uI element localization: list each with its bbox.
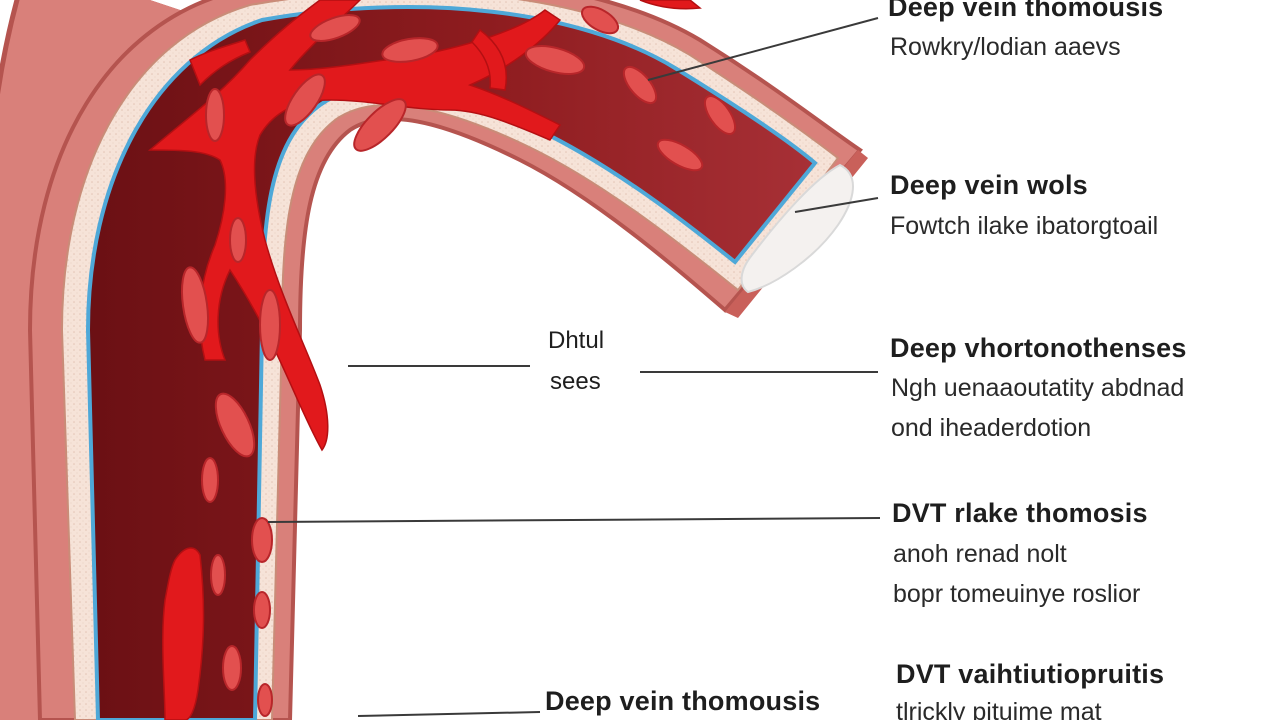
label-right-mid-line2: ond iheaderdotion (891, 414, 1092, 442)
label-dvt1-line2: bopr tomeuinye roslior (893, 580, 1141, 608)
label-wall-title: Deep vein wols (890, 170, 1088, 200)
label-top-title: Deep vein thomousis (888, 0, 1164, 22)
leader-lines (267, 17, 881, 717)
label-middle-line2: sees (550, 368, 601, 395)
label-middle-line1: Dhtul (548, 327, 605, 354)
label-right-mid-line1: Ngh uenaaoutatity abdnad (891, 374, 1185, 402)
label-wall-subtitle: Fowtch ilake ibatorgtoail (890, 212, 1159, 240)
leader-line-top (647, 17, 879, 81)
label-bottom-title: Deep vein thomousis (545, 686, 821, 716)
vein-cut-end (725, 150, 868, 318)
label-dvt1-title: DVT rlake thomosis (892, 498, 1148, 528)
leader-line-bottom (357, 711, 541, 717)
label-right-mid-title: Deep vhortonothenses (890, 333, 1187, 363)
label-top-subtitle: Rowkry/lodian aaevs (890, 33, 1121, 61)
leader-line-dvt (267, 517, 881, 523)
thrombus-clot (147, 0, 702, 720)
label-dvt2-title: DVT vaihtiutiopruitis (896, 659, 1165, 689)
label-dvt1-line1: anoh renad nolt (893, 540, 1067, 568)
red-blood-cells (180, 5, 737, 717)
label-dvt2-line1: tlrickly pituime mat (896, 698, 1102, 720)
leader-line-wall (794, 197, 879, 213)
